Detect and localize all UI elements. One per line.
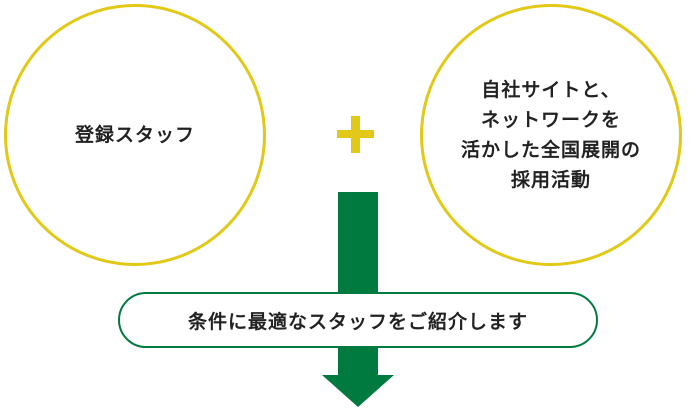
recruitment-line: 自社サイトと、: [481, 79, 621, 101]
recruitment-line: ネットワークを: [480, 109, 621, 131]
result-label: 条件に最適なスタッフをご紹介します: [187, 310, 528, 333]
plus-icon-vertical: [351, 116, 360, 153]
down-arrow-shaft: [338, 192, 378, 376]
recruitment-circle: 自社サイトと、 ネットワークを 活かした全国展開の 採用活動: [420, 4, 682, 266]
recruitment-line: 活かした全国展開の: [460, 139, 641, 161]
recruitment-line: 採用活動: [510, 169, 591, 191]
down-arrow-icon: [322, 375, 394, 407]
registered-staff-label: 登録スタッフ: [74, 124, 195, 146]
result-pill: 条件に最適なスタッフをご紹介します: [118, 292, 598, 348]
registered-staff-circle: 登録スタッフ: [4, 4, 266, 266]
